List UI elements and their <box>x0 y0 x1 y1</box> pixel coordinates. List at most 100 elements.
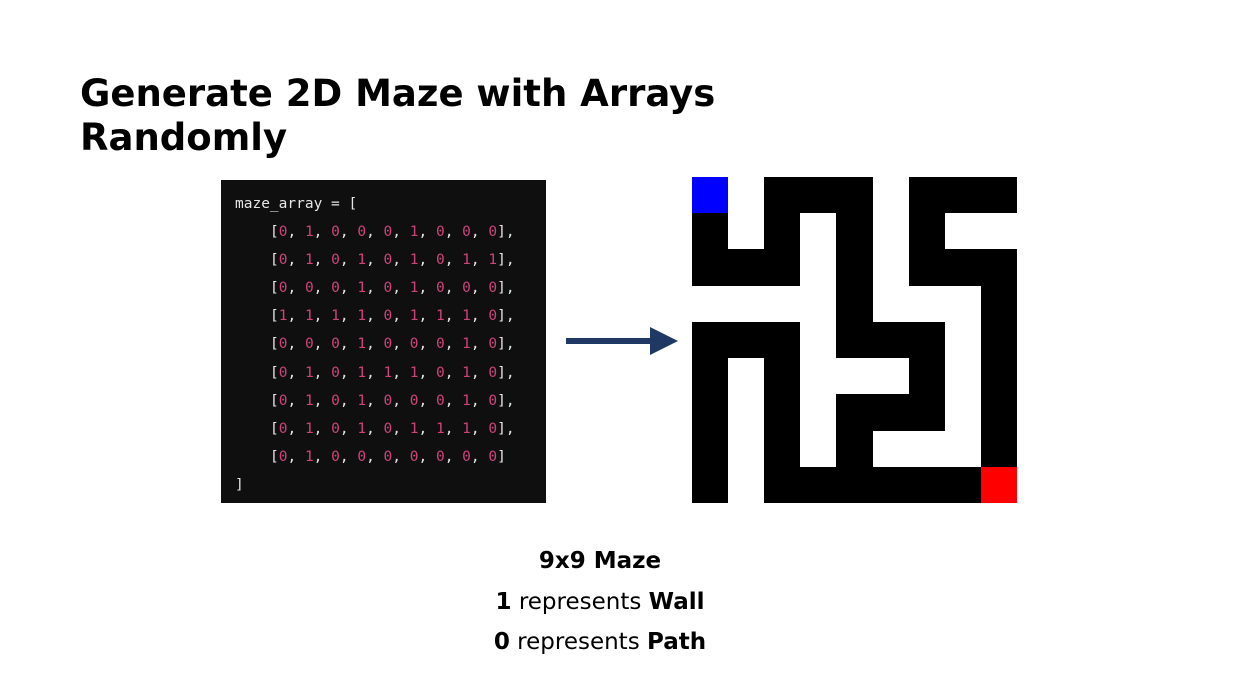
code-value: 0 <box>331 448 340 465</box>
code-value: 0 <box>435 364 445 381</box>
caption-path: 0 represents Path <box>493 629 707 655</box>
maze-wall-cell <box>944 321 981 359</box>
code-value: 0 <box>331 336 340 353</box>
maze-wall-cell <box>872 430 909 467</box>
code-value: 1 <box>304 364 314 381</box>
title-line-1: Generate 2D Maze with Arrays <box>80 72 716 115</box>
code-value: 1 <box>357 308 367 325</box>
code-value: 0 <box>383 252 393 269</box>
maze-path-cell <box>908 249 945 286</box>
maze-path-cell <box>764 394 801 431</box>
code-rows: [0, 1, 0, 0, 0, 1, 0, 0, 0], [0, 1, 0, 1,… <box>235 218 546 471</box>
maze-end-cell <box>980 466 1017 503</box>
code-value: 0 <box>383 392 393 409</box>
code-value: 1 <box>462 420 471 437</box>
code-value: 1 <box>304 392 314 409</box>
code-value: 1 <box>488 252 498 269</box>
maze-wall-cell <box>728 285 765 322</box>
maze-path-cell <box>836 213 873 250</box>
code-value: 1 <box>383 364 393 381</box>
code-value: 0 <box>304 336 314 353</box>
maze-wall-cell <box>764 285 801 322</box>
maze-wall-cell <box>944 430 981 467</box>
maze-path-cell <box>980 285 1017 322</box>
maze-path-cell <box>836 430 873 467</box>
maze-path-cell <box>908 213 945 250</box>
code-value: 1 <box>462 252 471 269</box>
code-value: 0 <box>331 392 340 409</box>
code-footer: ] <box>235 476 244 493</box>
maze-path-cell <box>908 466 945 503</box>
code-value: 0 <box>331 420 340 437</box>
maze-wall-cell <box>728 213 765 250</box>
code-value: 1 <box>304 308 314 325</box>
code-row: [0, 1, 0, 1, 0, 0, 0, 1, 0], <box>270 392 515 409</box>
caption-maze-size: 9x9 Maze <box>538 548 662 574</box>
maze-path-cell <box>728 321 765 359</box>
maze-wall-cell <box>800 358 837 395</box>
code-value: 0 <box>278 252 288 269</box>
maze-path-cell <box>908 358 945 395</box>
code-value: 0 <box>278 392 288 409</box>
maze-path-cell <box>764 466 801 503</box>
maze-wall-cell <box>944 213 981 250</box>
maze-wall-cell <box>872 177 909 214</box>
code-row: [0, 1, 0, 1, 0, 1, 1, 1, 0], <box>270 420 515 437</box>
code-value: 0 <box>278 280 288 297</box>
code-value: 0 <box>488 336 498 353</box>
code-value: 0 <box>488 420 498 437</box>
code-value: 0 <box>488 280 498 297</box>
code-value: 1 <box>357 280 367 297</box>
code-row: [0, 1, 0, 0, 0, 1, 0, 0, 0], <box>270 224 515 241</box>
code-value: 1 <box>304 448 314 465</box>
maze-path-cell <box>764 321 801 359</box>
code-value: 0 <box>357 448 367 465</box>
maze-wall-cell <box>836 358 873 395</box>
maze-wall-cell <box>728 394 765 431</box>
maze-path-cell <box>908 321 945 359</box>
maze-wall-cell <box>728 177 765 214</box>
code-value: 0 <box>331 280 340 297</box>
maze-image <box>692 177 1017 503</box>
code-value: 1 <box>435 308 445 325</box>
code-value: 0 <box>435 252 445 269</box>
code-value: 0 <box>488 308 498 325</box>
maze-wall-cell <box>872 249 909 286</box>
maze-path-cell <box>728 249 765 286</box>
code-value: 0 <box>331 224 340 241</box>
maze-path-cell <box>980 394 1017 431</box>
maze-path-cell <box>980 358 1017 395</box>
maze-path-cell <box>908 177 945 214</box>
code-value: 0 <box>278 224 288 241</box>
title-line-2: Randomly <box>80 116 288 159</box>
maze-path-cell <box>800 177 837 214</box>
maze-wall-cell <box>800 213 837 250</box>
maze-path-cell <box>980 177 1017 214</box>
code-value: 1 <box>357 252 367 269</box>
maze-path-cell <box>980 430 1017 467</box>
maze-path-cell <box>692 430 729 467</box>
maze-path-cell <box>944 249 981 286</box>
code-row: [0, 0, 0, 1, 0, 0, 0, 1, 0], <box>270 336 515 353</box>
code-value: 0 <box>383 420 393 437</box>
code-value: 0 <box>435 392 445 409</box>
code-value: 1 <box>435 420 445 437</box>
code-value: 0 <box>435 448 445 465</box>
maze-path-cell <box>872 394 909 431</box>
right-arrow-icon <box>566 327 678 355</box>
code-value: 1 <box>304 420 314 437</box>
maze-wall-cell <box>908 430 945 467</box>
maze-path-cell <box>836 466 873 503</box>
code-value: 1 <box>462 364 471 381</box>
code-value: 0 <box>488 224 498 241</box>
maze-path-cell <box>764 249 801 286</box>
captions: 9x9 Maze 1 represents Wall 0 represents … <box>400 541 800 663</box>
maze-start-cell <box>692 177 729 214</box>
code-value: 1 <box>357 336 367 353</box>
maze-wall-cell <box>980 213 1017 250</box>
maze-path-cell <box>944 177 981 214</box>
code-value: 0 <box>462 224 471 241</box>
code-value: 1 <box>409 252 419 269</box>
maze-wall-cell <box>944 358 981 395</box>
code-value: 1 <box>357 364 367 381</box>
